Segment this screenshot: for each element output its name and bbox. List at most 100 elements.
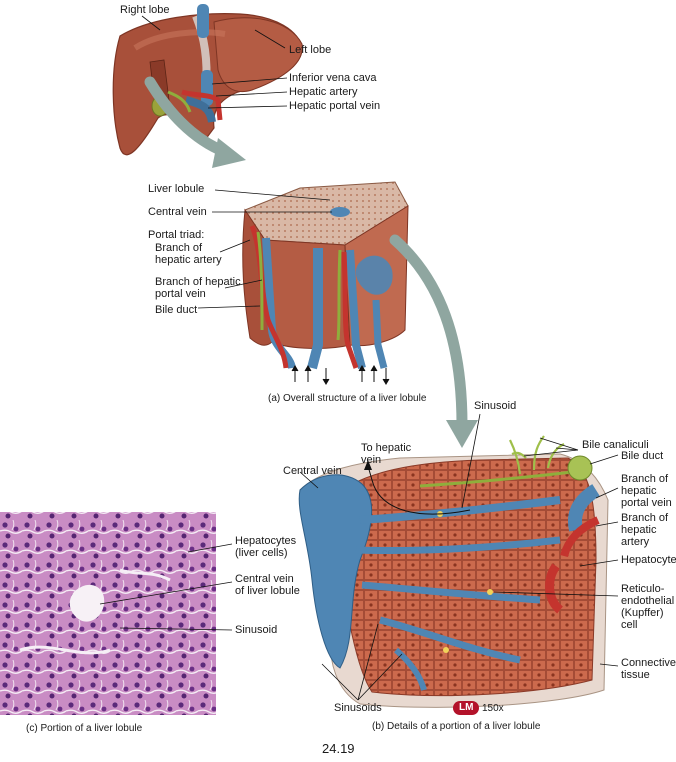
portal-vein-branch-right bbox=[346, 249, 366, 370]
caption-panel-b: (b) Details of a portion of a liver lobu… bbox=[372, 721, 541, 732]
label-central-vein-c: Central vein of liver lobule bbox=[235, 573, 300, 597]
label-sinusoid-b: Sinusoid bbox=[474, 400, 517, 412]
leader-kupffer bbox=[493, 591, 619, 597]
micrograph-central-vein bbox=[69, 584, 105, 622]
leader-central-vein-c bbox=[99, 581, 233, 605]
flow-arrow-up-2 bbox=[304, 365, 312, 382]
flow-arrows bbox=[291, 365, 390, 385]
to-hepatic-vein-arrow bbox=[367, 465, 471, 515]
label-to-hepatic-vein: To hepatic vein bbox=[361, 442, 412, 466]
label-hepatic-artery: Hepatic artery bbox=[289, 86, 358, 98]
ivc-vessel bbox=[197, 4, 209, 38]
label-sinusoids: Sinusoids bbox=[334, 702, 382, 714]
zoom-arrow-2-head bbox=[446, 420, 478, 448]
hepatic-artery-branch-left bbox=[249, 225, 289, 369]
caption-panel-a: (a) Overall structure of a liver lobule bbox=[268, 393, 427, 404]
flow-arrow-down-2 bbox=[382, 368, 390, 385]
lobule-block bbox=[242, 181, 409, 370]
lm-badge: LM bbox=[453, 701, 480, 715]
bile-duct-vessel bbox=[167, 90, 192, 113]
leader-canaliculi-3 bbox=[523, 449, 579, 457]
leader-branch-artery bbox=[219, 239, 251, 253]
portal-vein-branch-far bbox=[372, 299, 388, 369]
leader-central-vein-b bbox=[299, 471, 319, 489]
leader-portal-vein-b bbox=[595, 487, 619, 499]
leader-portal-vein bbox=[207, 105, 288, 109]
label-hepatocyte-b: Hepatocyte bbox=[621, 554, 676, 566]
leader-hepatocytes-c bbox=[187, 543, 233, 553]
magnification-label: 150x bbox=[482, 703, 504, 714]
figure-number: 24.19 bbox=[322, 741, 355, 756]
ivc-lower-vessel bbox=[201, 70, 213, 106]
leader-branch-portal bbox=[224, 279, 263, 289]
label-branch-artery-b: Branch of hepatic artery bbox=[621, 512, 669, 548]
leader-bile-duct-b bbox=[589, 454, 619, 465]
detail-central-vein bbox=[298, 474, 373, 669]
leader-sinusoids-1 bbox=[357, 653, 403, 701]
leader-bile-duct-a bbox=[197, 305, 261, 309]
label-kupffer-cell: Reticulo- endothelial (Kupffer) cell bbox=[621, 583, 675, 631]
micrograph bbox=[0, 512, 216, 715]
label-hepatocytes-c: Hepatocytes (liver cells) bbox=[235, 535, 297, 559]
detail-sinusoid-2 bbox=[355, 536, 561, 554]
leader-canaliculi-2 bbox=[555, 447, 579, 451]
flow-arrow-up-1 bbox=[291, 365, 299, 382]
caption-panel-c: (c) Portion of a liver lobule bbox=[26, 723, 143, 734]
leader-connective bbox=[599, 663, 619, 667]
leader-ivc bbox=[211, 77, 288, 85]
detail-artery bbox=[560, 516, 600, 558]
label-branch-portal-vein-b: Branch of hepatic portal vein bbox=[621, 473, 672, 509]
bile-duct-branch-right bbox=[336, 249, 342, 341]
leader-canaliculi-1 bbox=[539, 437, 579, 451]
label-branch-portal-vein-a: Branch of hepatic portal vein bbox=[155, 276, 241, 300]
zoom-arrow-2 bbox=[389, 234, 468, 431]
lobule-sinusoid-web bbox=[355, 255, 393, 295]
kupffer-cell-2 bbox=[487, 589, 493, 595]
label-bile-canaliculi: Bile canaliculi bbox=[582, 439, 649, 451]
label-sinusoid-c: Sinusoid bbox=[235, 624, 278, 636]
label-left-lobe: Left lobe bbox=[289, 44, 332, 56]
leader-sinusoid-c bbox=[119, 627, 233, 631]
leader-right-lobe bbox=[141, 15, 161, 31]
left-lobe-shape bbox=[213, 17, 303, 92]
detail-portal-vein bbox=[568, 484, 600, 532]
lobule-central-vein-top bbox=[330, 207, 350, 217]
flow-arrow-up-3 bbox=[358, 365, 366, 382]
label-branch-hepatic-artery-a: Branch of hepatic artery bbox=[155, 242, 222, 266]
liver-illustration bbox=[112, 4, 303, 156]
label-liver-lobule: Liver lobule bbox=[148, 183, 205, 195]
leader-sinusoid-b bbox=[461, 413, 481, 509]
to-hepatic-vein-arrowhead bbox=[364, 460, 372, 470]
liver-highlight bbox=[133, 29, 226, 51]
flow-arrow-up-4 bbox=[370, 365, 378, 382]
label-portal-triad: Portal triad: bbox=[148, 229, 205, 241]
label-bile-duct-b: Bile duct bbox=[621, 450, 664, 462]
hepatic-artery-branch-right bbox=[341, 251, 359, 369]
micrograph-tissue bbox=[0, 512, 216, 715]
kupffer-cell-3 bbox=[443, 647, 449, 653]
leader-liver-lobule bbox=[214, 189, 331, 201]
detail-block bbox=[298, 435, 609, 708]
flow-arrow-down-1 bbox=[322, 368, 330, 385]
label-bile-duct-a: Bile duct bbox=[155, 304, 198, 316]
label-inferior-vena-cava: Inferior vena cava bbox=[289, 72, 377, 84]
leader-sinusoids-2 bbox=[357, 623, 379, 701]
leader-artery-b bbox=[595, 521, 619, 527]
leader-hepatocyte-b bbox=[579, 559, 619, 567]
detail-sinusoid-3 bbox=[361, 581, 541, 604]
leader-hepatic-artery bbox=[215, 91, 288, 97]
label-central-vein-b: Central vein bbox=[283, 465, 342, 477]
label-right-lobe: Right lobe bbox=[120, 4, 170, 16]
zoom-arrow-1-head bbox=[212, 138, 246, 168]
label-hepatic-portal-vein: Hepatic portal vein bbox=[289, 100, 381, 112]
leader-left-lobe bbox=[254, 29, 286, 49]
micrograph-sinusoid-2 bbox=[19, 645, 111, 655]
hepatic-artery-vessel bbox=[181, 89, 223, 121]
detail-hepatocyte-mass bbox=[329, 457, 597, 697]
detail-sinusoid-5 bbox=[394, 647, 427, 691]
label-connective-tissue: Connective tissue bbox=[621, 657, 676, 681]
micrograph-sinusoid-1 bbox=[119, 568, 171, 582]
label-central-vein-a: Central vein bbox=[148, 206, 207, 218]
